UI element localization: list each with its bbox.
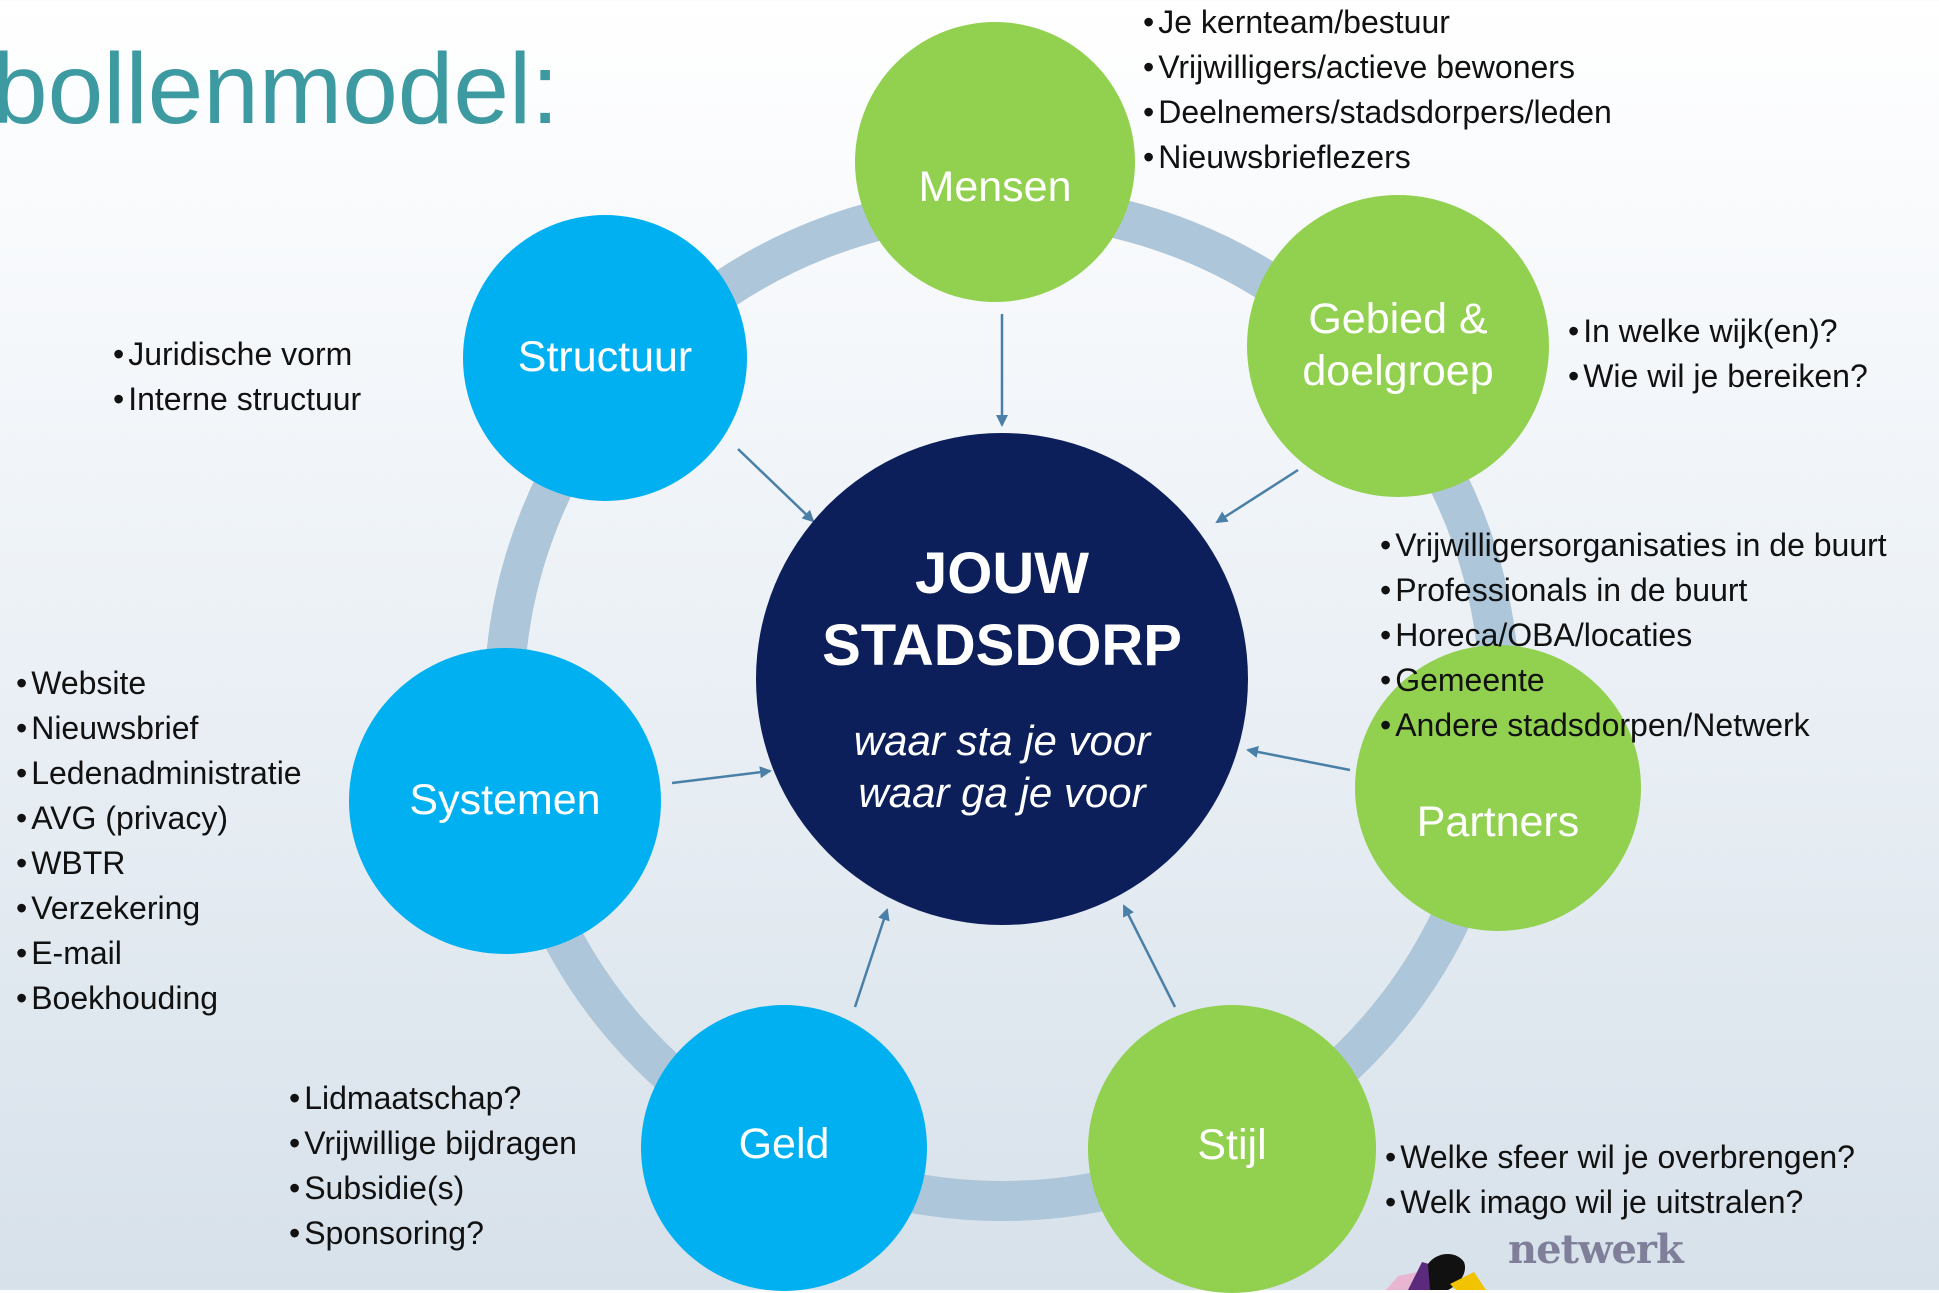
netwerk-logo: netwerk <box>1378 1226 1698 1290</box>
list-item: Horeca/OBA/locaties <box>1380 613 1887 658</box>
list-item: Welke sfeer wil je overbrengen? <box>1385 1135 1855 1180</box>
center-title-line2: STADSDORP <box>822 612 1182 678</box>
mensen-label: Mensen <box>918 163 1072 212</box>
center-subtitle-line1: waar sta je voor <box>853 716 1151 764</box>
list-item: Website <box>16 661 302 706</box>
stijl-bullet-list: Welke sfeer wil je overbrengen? Welk ima… <box>1385 1135 1855 1225</box>
gebied-bullet-list: In welke wijk(en)? Wie wil je bereiken? <box>1568 309 1868 399</box>
list-item: Lidmaatschap? <box>289 1076 577 1121</box>
list-item: AVG (privacy) <box>16 796 302 841</box>
list-item: Professionals in de buurt <box>1380 568 1887 613</box>
center-subtitle: waar sta je voor waar ga je voor <box>854 715 1150 820</box>
gebied-label-line2: doelgroep <box>1302 347 1494 395</box>
list-item: Je kernteam/bestuur <box>1143 0 1612 45</box>
list-item: Vrijwilligersorganisaties in de buurt <box>1380 523 1886 568</box>
list-item: Wie wil je bereiken? <box>1568 354 1868 399</box>
arrow-systemen <box>671 766 772 785</box>
arrow-partners <box>1246 746 1351 772</box>
logo-mark-icon <box>1386 1253 1486 1290</box>
arrow-stijl <box>1122 904 1177 1008</box>
mensen-circle: Mensen <box>855 22 1135 302</box>
list-item: Subsidie(s) <box>289 1166 577 1211</box>
center-subtitle-line2: waar ga je voor <box>858 769 1146 817</box>
list-item: E-mail <box>16 931 302 976</box>
list-item: Andere stadsdorpen/Netwerk <box>1380 703 1887 748</box>
list-item: Vrijwilligers/actieve bewoners <box>1143 45 1612 90</box>
gebied-label-line1: Gebied & <box>1308 295 1488 344</box>
partners-bullet-list: Vrijwilligersorganisaties in de buurt Pr… <box>1380 523 1887 748</box>
arrow-geld <box>853 908 890 1008</box>
systemen-circle: Systemen <box>349 648 661 954</box>
partners-label: Partners <box>1416 798 1580 847</box>
arrow-structuur <box>737 448 815 523</box>
slide-title: bollenmodel: <box>0 33 560 145</box>
list-item: Deelnemers/stadsdorpers/leden <box>1143 90 1612 135</box>
stijl-circle: Stijl <box>1088 1005 1376 1293</box>
list-item: Juridische vorm <box>113 332 361 377</box>
list-item: Gemeente <box>1380 658 1887 703</box>
systemen-bullet-list: Website Nieuwsbrief Ledenadministratie A… <box>16 661 302 1021</box>
center-circle: JOUW STADSDORP waar sta je voor waar ga … <box>756 433 1248 925</box>
list-item: Nieuwsbrieflezers <box>1143 135 1612 180</box>
gebied-doelgroep-circle: Gebied & doelgroep <box>1247 195 1549 497</box>
list-item: Nieuwsbrief <box>16 706 302 751</box>
structuur-bullet-list: Juridische vorm Interne structuur <box>113 332 361 422</box>
list-item: Interne structuur <box>113 377 361 422</box>
list-item: Sponsoring? <box>289 1211 577 1256</box>
structuur-label: Structuur <box>517 333 693 382</box>
list-item: Verzekering <box>16 886 302 931</box>
list-item: In welke wijk(en)? <box>1568 309 1868 354</box>
list-item: Vrijwillige bijdragen <box>289 1121 577 1166</box>
mensen-bullet-list: Je kernteam/bestuur Vrijwilligers/actiev… <box>1143 0 1612 180</box>
systemen-label: Systemen <box>409 776 601 825</box>
geld-label: Geld <box>738 1120 830 1169</box>
arrow-gebied <box>1215 468 1299 524</box>
geld-bullet-list: Lidmaatschap? Vrijwillige bijdragen Subs… <box>289 1076 577 1256</box>
geld-circle: Geld <box>641 1005 927 1291</box>
structuur-circle: Structuur <box>463 215 747 501</box>
stijl-label: Stijl <box>1197 1121 1267 1170</box>
center-title-line1: JOUW <box>915 541 1089 607</box>
logo-text: netwerk <box>1508 1226 1684 1273</box>
list-item: WBTR <box>16 841 302 886</box>
list-item: Ledenadministratie <box>16 751 301 796</box>
list-item: Boekhouding <box>16 976 302 1021</box>
list-item: Welk imago wil je uitstralen? <box>1385 1180 1855 1225</box>
